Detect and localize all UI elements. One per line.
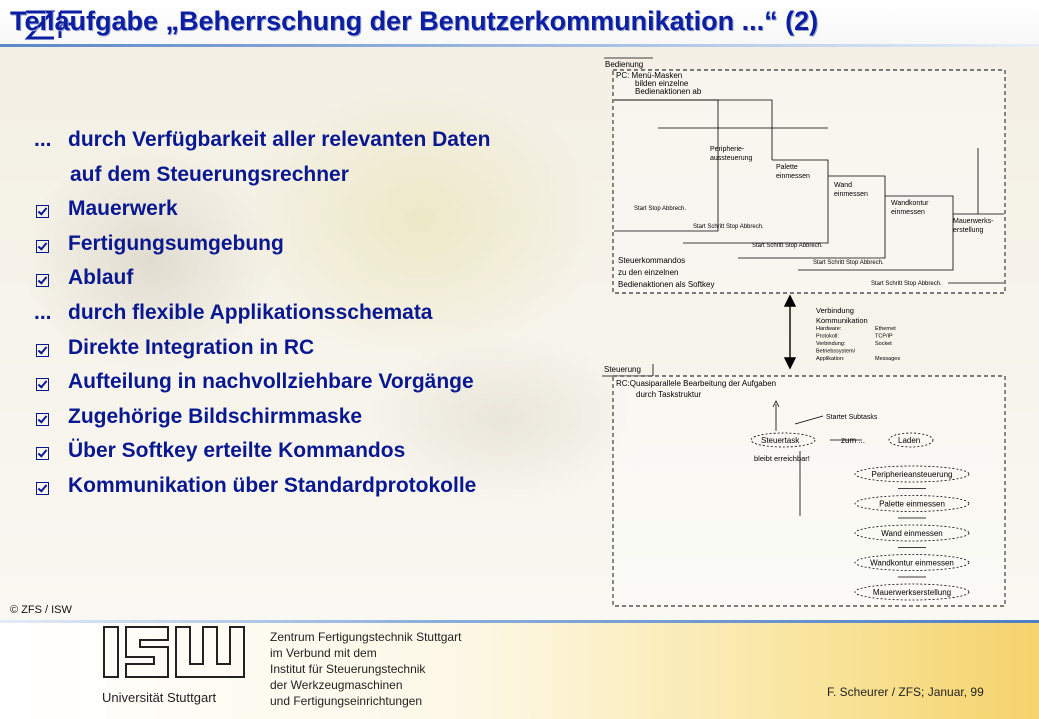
rc-text: RC:Quasiparallele Bearbeitung der Aufgab… xyxy=(616,379,778,399)
bullet-item: Aufteilung in nachvollziehbare Vorgänge xyxy=(34,370,594,405)
verbindung-key: Verbindung: xyxy=(816,341,846,347)
bullet-item: Kommunikation über Standardprotokolle xyxy=(34,474,594,509)
bullet-text: Aufteilung in nachvollziehbare Vorgänge xyxy=(68,370,474,394)
bullet-text: durch flexible Applikationsschemata xyxy=(68,300,433,324)
background-photo xyxy=(0,0,1039,620)
svg-text:Start Schritt Stop Abbrech.: Start Schritt Stop Abbrech. xyxy=(813,260,884,266)
task-label: Wand einmessen xyxy=(881,529,943,538)
checkbox-icon xyxy=(34,370,68,394)
bullet-text: durch Verfügbarkeit aller relevanten Dat… xyxy=(68,128,491,151)
bullet-text: Über Softkey erteilte Kommandos xyxy=(68,439,406,463)
task-label: Peripherieansteuerung xyxy=(872,470,953,479)
steuerung-label: Steuerung xyxy=(604,365,641,374)
slide-title: Teilaufgabe „Beherrschung der Benutzerko… xyxy=(10,6,819,36)
laden-label: Laden xyxy=(898,436,920,445)
bullet-item: Mauerwerk xyxy=(34,197,594,232)
bullet-text: Mauerwerk xyxy=(68,197,178,221)
bullet-item: Ablauf xyxy=(34,266,594,301)
verbindung-key: Betriebssystem/ xyxy=(816,349,856,355)
bedienung-label: Bedienung xyxy=(605,60,643,69)
bullet-item: ... durch flexible Applikationsschemata xyxy=(34,301,594,336)
bullet-list: ... durch Verfügbarkeit aller relevanten … xyxy=(34,128,594,509)
bullet-text: Ablauf xyxy=(68,266,134,290)
task-label: Mauerwerkserstellung xyxy=(873,588,951,597)
zum-label: zum ... xyxy=(841,436,865,445)
task-label: Wandkontur einmessen xyxy=(870,559,954,568)
verbindung-value: Socket xyxy=(875,341,892,347)
author-date: F. Scheurer / ZFS; Januar, 99 xyxy=(827,685,984,699)
task-ellipse xyxy=(854,524,970,542)
verbindung-text: Verbindung Kommunikation xyxy=(816,306,868,325)
steuerung-section: Steuerung RC:Quasiparallele Bearbeitung … xyxy=(602,364,1006,607)
wand-label: Wand einmessen xyxy=(834,182,868,198)
softkey-rows: Start Stop Abbrech. Start Schritt Stop A… xyxy=(634,206,942,287)
footer xyxy=(0,620,1039,719)
university-name: Universität Stuttgart xyxy=(102,690,217,705)
erreichbar-text: bleibt erreichbar! xyxy=(754,454,810,463)
wandkontur-label: Wandkontur einmessen xyxy=(891,200,930,216)
checkbox-icon xyxy=(34,474,68,498)
checkbox-icon xyxy=(34,439,68,463)
ellipsis-marker: ... xyxy=(34,300,52,324)
bedienung-section: Bedienung PC: Menü-Masken bilden einzeln… xyxy=(604,57,1006,294)
task-ellipse xyxy=(854,554,970,571)
startet-text: Startet Subtasks xyxy=(826,414,878,421)
verbindung-key: Applikation: xyxy=(816,356,845,362)
verbindung-value: Messages xyxy=(875,356,900,362)
task-ellipse xyxy=(854,583,970,601)
institute-text: Zentrum Fertigungstechnik Stuttgart im V… xyxy=(270,630,462,708)
title-bar: Teilaufgabe „Beherrschung der Benutzerko… xyxy=(0,0,1039,47)
svg-text:Start Stop Abbrech.: Start Stop Abbrech. xyxy=(634,206,686,212)
pc-text: PC: Menü-Masken bilden einzelne Bedienak… xyxy=(616,71,702,96)
bullet-item: Direkte Integration in RC xyxy=(34,336,594,371)
bullet-item: Fertigungsumgebung xyxy=(34,232,594,267)
task-ellipse xyxy=(854,465,970,483)
bullet-item: ... durch Verfügbarkeit aller relevanten … xyxy=(34,128,594,163)
ellipsis-marker: ... xyxy=(34,128,52,151)
bullet-item: Über Softkey erteilte Kommandos xyxy=(34,439,594,474)
bullet-item: auf dem Steuerungsrechner xyxy=(34,163,594,198)
task-label: Palette einmessen xyxy=(879,500,945,509)
isw-logo-icon xyxy=(103,626,245,678)
bullet-item: Zugehörige Bildschirmmaske xyxy=(34,405,594,440)
svg-text:Start Schritt Stop Abbrech.: Start Schritt Stop Abbrech. xyxy=(752,243,823,249)
palette-label: Palette einmessen xyxy=(776,164,810,180)
svg-text:Start Schritt Stop Abbrech.: Start Schritt Stop Abbrech. xyxy=(693,224,764,230)
bullet-text: Kommunikation über Standardprotokolle xyxy=(68,473,477,497)
task-ellipse xyxy=(854,495,970,512)
verbindung-key: Hardware: xyxy=(816,326,842,332)
checkbox-icon xyxy=(34,336,68,360)
checkbox-icon xyxy=(34,405,68,429)
bullet-text: Direkte Integration in RC xyxy=(68,335,315,359)
verbindung-key: Protokoll: xyxy=(816,334,839,340)
checkbox-icon xyxy=(34,197,68,221)
checkbox-icon xyxy=(34,232,68,256)
bullet-text: Fertigungsumgebung xyxy=(68,231,284,255)
checkbox-icon xyxy=(34,266,68,290)
architecture-diagram: Bedienung PC: Menü-Masken bilden einzeln… xyxy=(602,57,1006,607)
verbindung-value: Ethernet xyxy=(875,326,896,332)
bullet-text: Zugehörige Bildschirmmaske xyxy=(68,404,363,428)
verbindung-value: TCP/IP xyxy=(875,334,893,340)
steuerkommandos-text: Steuerkommandos zu den einzelnen Bediena… xyxy=(618,256,715,289)
communication-arrow xyxy=(783,294,797,370)
copyright: © ZFS / ISW xyxy=(10,604,72,616)
mauerwerk-label: Mauerwerks- erstellung xyxy=(953,218,995,234)
steuertask-label: Steuertask xyxy=(761,436,800,445)
svg-text:Start Schritt Stop Abbrech.: Start Schritt Stop Abbrech. xyxy=(871,281,942,287)
bullet-text: auf dem Steuerungsrechner xyxy=(70,162,349,186)
zfs-logo-icon xyxy=(24,10,82,40)
peripherie-label: Peripherie- aussteuerung xyxy=(710,146,753,162)
